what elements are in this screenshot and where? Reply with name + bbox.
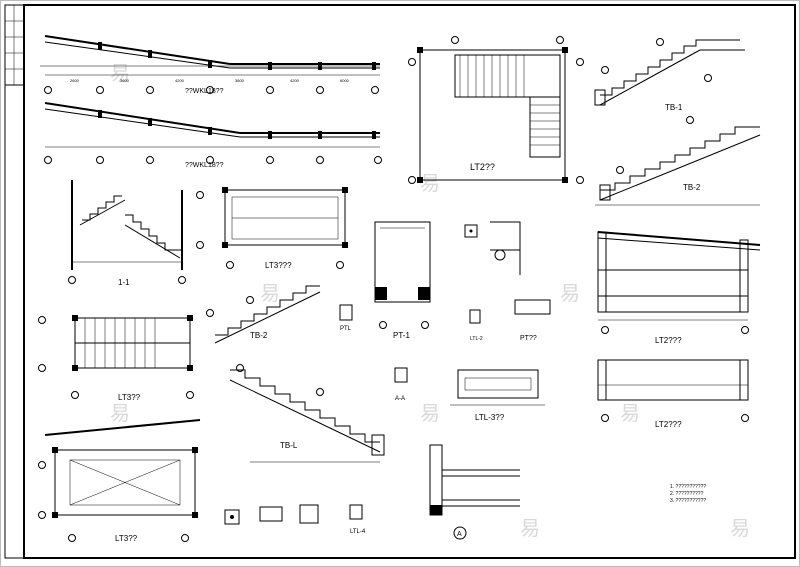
small-sections: LTL-4	[224, 504, 366, 535]
section-1-1: 1-1	[68, 180, 186, 287]
section-aa-label: A-A	[395, 396, 405, 402]
lt3-left-title: LT3??	[118, 393, 141, 402]
watermark-text: 易	[420, 173, 440, 195]
lt2-title: LT2??	[470, 162, 495, 172]
tbl-detail: TB-L A-A	[229, 364, 408, 463]
beam-elevation-bottom: ??WKL18??	[44, 102, 382, 169]
lt3-mid-title: LT3???	[265, 261, 292, 270]
watermark-text: 易	[110, 63, 130, 85]
lt3-bottom-title: LT3??	[115, 534, 138, 543]
dim-label: 3600	[235, 78, 245, 83]
dim-label: 3600	[120, 78, 130, 83]
inner-frame	[23, 4, 796, 559]
tb1-title: TB-1	[665, 103, 683, 112]
dim-label: 6000	[340, 78, 350, 83]
lt2-right-elevation: LT2???	[597, 231, 761, 345]
section-1-1-title: 1-1	[118, 278, 130, 287]
watermark-text: 易	[560, 283, 580, 305]
note-line: 2. ??????????	[670, 491, 704, 497]
lt2-plan: LT2??	[408, 36, 584, 184]
beam-title-top: ??WKL18??	[185, 88, 224, 95]
tb2-mid-detail: TB-2 PTL	[206, 285, 353, 344]
dim-label: 2600	[70, 78, 80, 83]
lt3-left-plan: LT3??	[38, 315, 194, 402]
watermark-text: 易	[420, 403, 440, 425]
beam-elevation-top: 2600 3600 4200 3600 4200 6000 ??WKL18??	[40, 35, 380, 95]
pt1-detail: PT-1	[374, 221, 431, 340]
lt3-mid-plan: LT3???	[196, 187, 348, 270]
ptl-label: PTL	[340, 326, 352, 332]
axis-a-label: A	[457, 531, 462, 538]
notes-block: 1. ??????????? 2. ?????????? 3. ????????…	[670, 484, 706, 504]
watermark-text: 易	[260, 283, 280, 305]
axis-row-top	[44, 86, 379, 94]
watermark-text: 易	[730, 518, 750, 540]
tb2-right-detail: TB-2	[595, 116, 761, 206]
lt2-lower-right: LT2???	[597, 359, 749, 429]
ltl3-detail: LTL-3??	[450, 369, 545, 422]
tbl-title: TB-L	[280, 441, 298, 450]
ltl3-title: LTL-3??	[475, 413, 505, 422]
watermark-layer: 易 易 易 易 易 易 易 易 易	[110, 63, 750, 540]
pt1-title: PT-1	[393, 331, 410, 340]
watermark-text: 易	[110, 403, 130, 425]
lt3-bottom-plan: LT3??	[38, 419, 201, 543]
ltl2-label: LTL-2	[470, 336, 483, 342]
dim-label: 4200	[290, 78, 300, 83]
tb2-mid-title: TB-2	[250, 331, 268, 340]
note-line: 1. ???????????	[670, 484, 706, 490]
column-detail-a: A	[429, 444, 520, 540]
dim-label: 4200	[175, 78, 185, 83]
lt2-lower-title: LT2???	[655, 420, 682, 429]
watermark-text: 易	[520, 518, 540, 540]
tb2-right-title: TB-2	[683, 183, 701, 192]
watermark-text: 易	[620, 403, 640, 425]
pt-small-detail: PT?? LTL-2	[464, 221, 551, 342]
note-line: 3. ???????????	[670, 498, 706, 504]
tb1-detail: TB-1	[594, 38, 745, 112]
lt2-right-title: LT2???	[655, 336, 682, 345]
pt-detail-title: PT??	[520, 335, 537, 342]
beam-title-bottom: ??WKL18??	[185, 162, 224, 169]
ltl4-label: LTL-4	[350, 529, 366, 535]
title-strip	[4, 4, 25, 86]
